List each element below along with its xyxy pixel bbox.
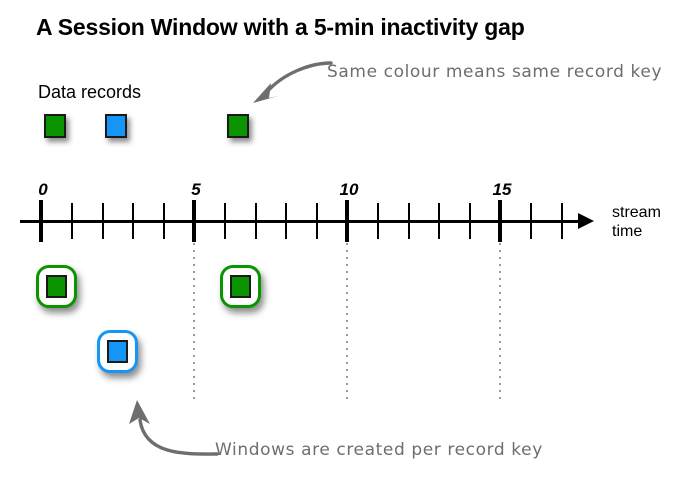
axis-label-15: 15 (492, 180, 512, 199)
windowed-record-blue-1 (106, 339, 128, 363)
data-records-label: Data records (38, 82, 142, 102)
guide-line-5 (193, 243, 195, 401)
axis-label-0: 0 (38, 180, 48, 199)
axis-tick-4 (163, 203, 165, 239)
session-window-green-2 (220, 265, 261, 308)
guide-line-15 (499, 243, 501, 401)
axis-tick-6 (224, 203, 226, 239)
data-record-green-2 (227, 114, 249, 138)
axis-caption-line2: time (612, 223, 643, 240)
guide-line-10 (346, 243, 348, 401)
axis-tick-major-15 (498, 200, 502, 242)
axis-tick-12 (408, 203, 410, 239)
annotation-arrow-bottom (129, 400, 219, 456)
annotation-text-bottom: Windows are created per record key (215, 440, 543, 460)
axis-label-10: 10 (339, 180, 359, 199)
annotation-arrow-top (253, 61, 333, 103)
windowed-record-green-2 (229, 274, 251, 298)
axis-tick-9 (316, 203, 318, 239)
axis-tick-11 (377, 203, 379, 239)
page-title: A Session Window with a 5-min inactivity… (36, 14, 525, 40)
axis-tick-2 (102, 203, 104, 239)
axis-tick-8 (285, 203, 287, 239)
axis-tick-16 (530, 203, 532, 239)
axis-caption: stream time (612, 203, 661, 241)
axis-tick-17 (561, 203, 563, 239)
axis-tick-1 (71, 203, 73, 239)
annotation-text-top: Same colour means same record key (327, 62, 663, 82)
data-record-blue-1 (105, 114, 127, 138)
axis-caption-line1: stream (612, 204, 661, 221)
data-record-green-1 (44, 114, 66, 138)
axis-tick-major-10 (345, 200, 349, 242)
axis-tick-7 (255, 203, 257, 239)
session-window-blue-1 (97, 330, 138, 373)
session-window-green-1 (36, 265, 77, 308)
axis-tick-13 (438, 203, 440, 239)
windowed-record-green-1 (45, 274, 67, 298)
axis-tick-3 (132, 203, 134, 239)
axis-tick-major-5 (192, 200, 196, 242)
axis-label-5: 5 (191, 180, 201, 199)
timeline-axis (20, 220, 584, 223)
axis-tick-major-0 (39, 200, 43, 242)
axis-tick-14 (469, 203, 471, 239)
timeline-arrowhead (578, 213, 594, 229)
